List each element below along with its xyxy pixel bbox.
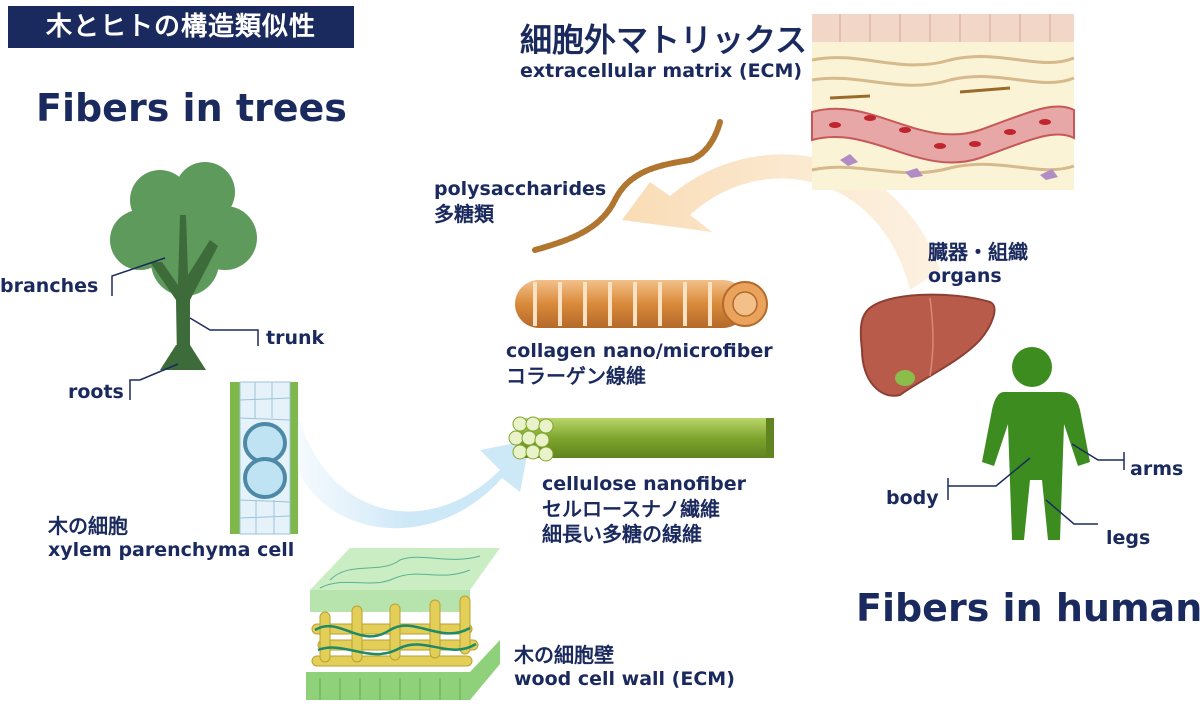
cellwall-label-en: wood cell wall (ECM) [514,668,735,690]
label-body: body [886,487,939,509]
cellulose-label-en: cellulose nanofiber [542,473,746,495]
human-figure [982,347,1090,540]
xylem-label-jp: 木の細胞 [48,514,128,538]
label-roots: roots [68,381,124,403]
human-heading: Fibers in human [856,586,1200,630]
collagen-fiber [515,280,768,328]
label-legs: legs [1106,527,1151,549]
cell-wall-illustration [306,548,500,700]
cellulose-label-jp2: 細長い多糖の線維 [542,521,702,546]
liver-illustration [859,293,996,397]
collagen-label-en: collagen nano/microfiber [506,340,773,362]
label-trunk: trunk [266,327,325,349]
label-branches: branches [0,275,99,297]
polysaccharide-chain [532,119,723,253]
tree-leaders [111,257,259,400]
xylem-cell-illustration [230,381,298,535]
trees-heading: Fibers in trees [36,86,347,130]
tree-illustration [110,162,257,370]
xylem-label-en: xylem parenchyma cell [48,539,295,561]
organs-label-jp: 臓器・組織 [928,240,1028,264]
label-arms: arms [1130,458,1184,480]
cellwall-label-jp: 木の細胞壁 [514,643,614,667]
collagen-label-jp: コラーゲン線維 [506,363,646,388]
organs-label-en: organs [928,265,1002,287]
cellulose-fiber [508,416,774,462]
ecm-label-en: extracellular matrix (ECM) [520,60,803,82]
cellulose-label-jp1: セルロースナノ繊維 [542,496,720,521]
polysaccharides-label-jp: 多糖類 [434,201,494,226]
human-leaders [947,443,1125,525]
blue-arrow [285,420,530,529]
ecm-tissue-illustration [811,14,1075,190]
ecm-label-jp: 細胞外マトリックス [520,21,808,59]
polysaccharides-label-en: polysaccharides [434,178,607,200]
title-badge: 木とヒトの構造類似性 [8,6,354,48]
